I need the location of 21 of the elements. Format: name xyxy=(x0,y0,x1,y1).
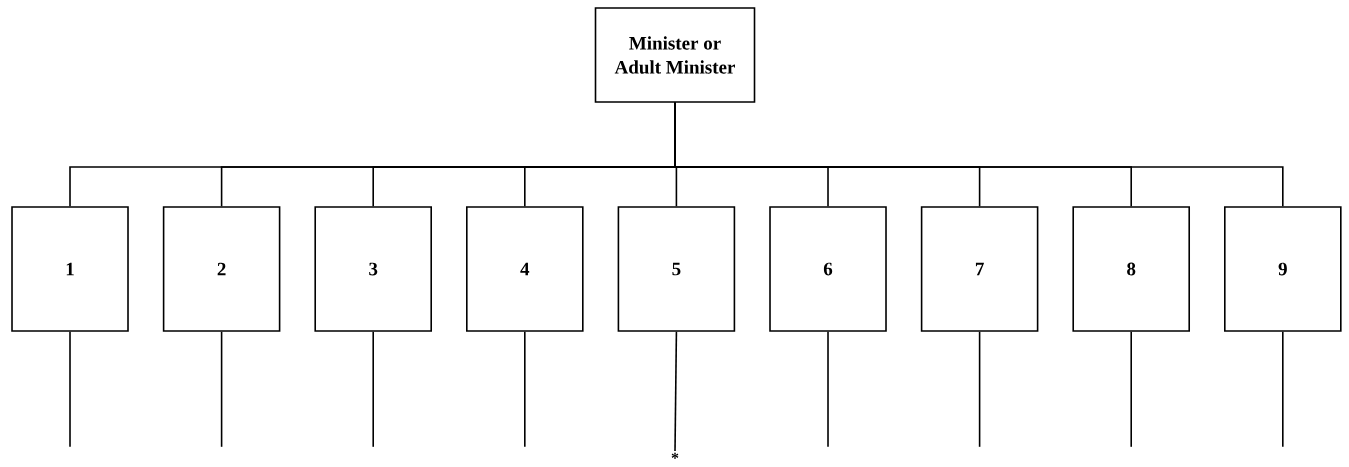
drop-line xyxy=(524,331,526,448)
drop-line xyxy=(69,331,71,448)
numbered-box: 5 xyxy=(617,206,736,332)
drop-line xyxy=(372,331,374,448)
connector-line xyxy=(674,102,1284,207)
footnote-mark: * xyxy=(671,452,679,459)
numbered-box: 2 xyxy=(162,206,281,332)
numbered-box: 4 xyxy=(466,206,584,332)
drop-line xyxy=(978,331,981,448)
numbered-box: 8 xyxy=(1072,206,1190,332)
drop-line xyxy=(1282,331,1284,448)
numbered-box: 1 xyxy=(11,206,129,332)
drop-line xyxy=(220,331,223,448)
numbered-box: 9 xyxy=(1224,206,1342,332)
minister-box: Minister or Adult Minister xyxy=(594,7,756,103)
numbered-box: 7 xyxy=(920,206,1039,332)
numbered-box: 6 xyxy=(769,206,887,332)
numbered-box: 3 xyxy=(314,206,432,332)
drop-line xyxy=(827,331,829,448)
drop-line xyxy=(674,331,678,452)
drop-line xyxy=(1130,331,1132,448)
